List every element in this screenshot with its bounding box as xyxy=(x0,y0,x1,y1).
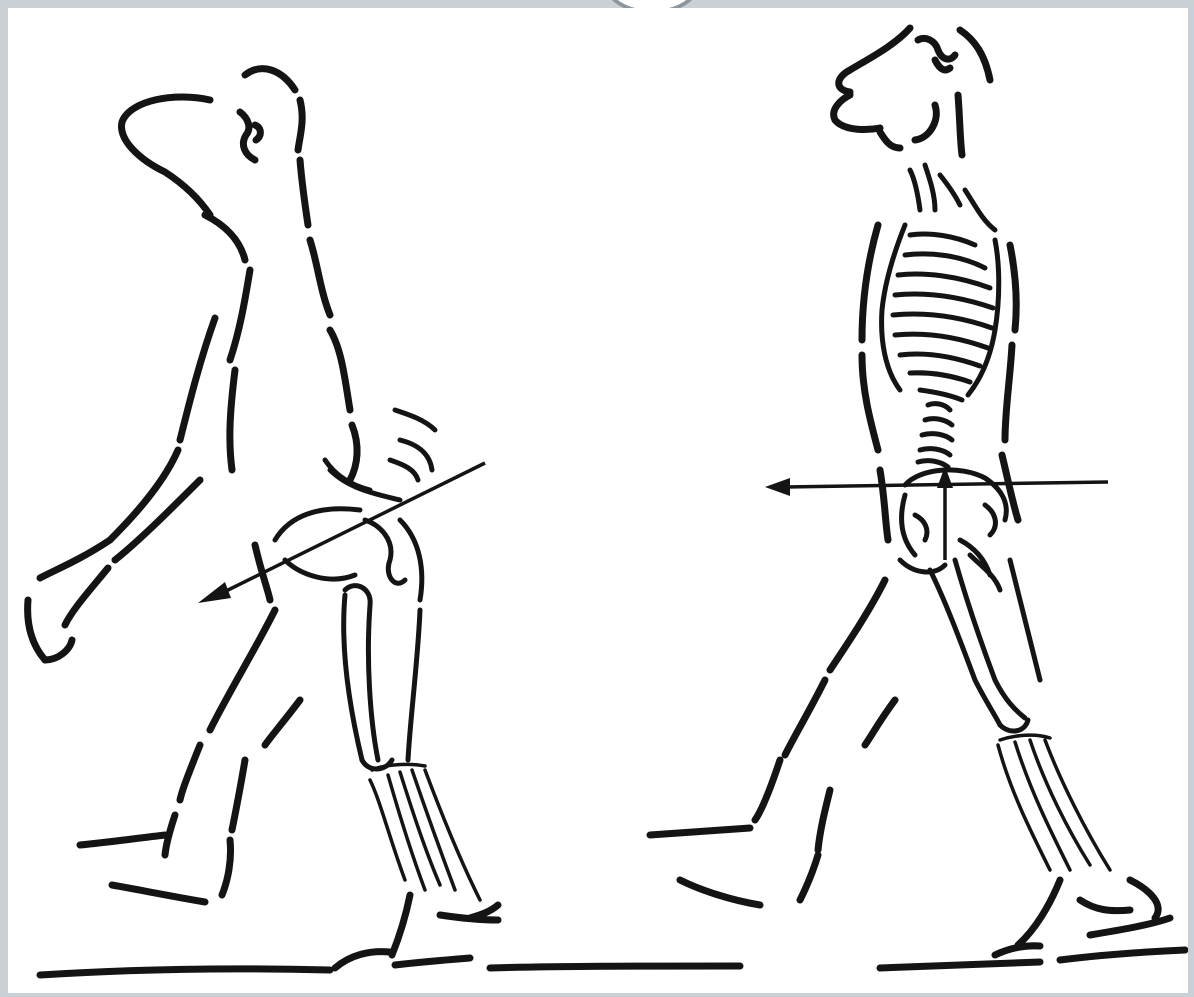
posture-sketch xyxy=(8,8,1188,993)
right-figure-femur xyxy=(930,560,1040,731)
left-force-arrow xyxy=(198,463,485,603)
left-figure-arm xyxy=(28,318,215,660)
left-arrowhead-icon xyxy=(198,582,231,603)
sketch-canvas xyxy=(8,8,1188,993)
left-figure xyxy=(28,69,740,975)
right-figure-head xyxy=(834,28,990,155)
left-figure-tibia xyxy=(370,764,480,900)
right-figure-ribcage xyxy=(882,225,999,400)
right-figure-foot xyxy=(995,880,1170,955)
left-figure-foot xyxy=(335,895,498,968)
left-figure-torso xyxy=(205,215,357,480)
right-figure-neck xyxy=(910,165,995,230)
right-force-arrow xyxy=(765,466,1108,560)
right-ground-line xyxy=(880,950,1185,968)
left-ground-line xyxy=(40,958,740,975)
right-arrowhead-icon xyxy=(765,478,790,496)
right-figure-torso xyxy=(862,225,1018,540)
right-figure-pelvis xyxy=(900,470,1006,590)
left-figure-head xyxy=(122,69,308,225)
right-figure xyxy=(650,28,1185,968)
left-figure-rear-leg xyxy=(80,545,300,902)
right-figure-tibia xyxy=(998,735,1110,870)
right-figure-rear-leg xyxy=(650,580,895,905)
right-figure-lumbar xyxy=(918,404,952,467)
left-figure-femur xyxy=(344,586,420,769)
